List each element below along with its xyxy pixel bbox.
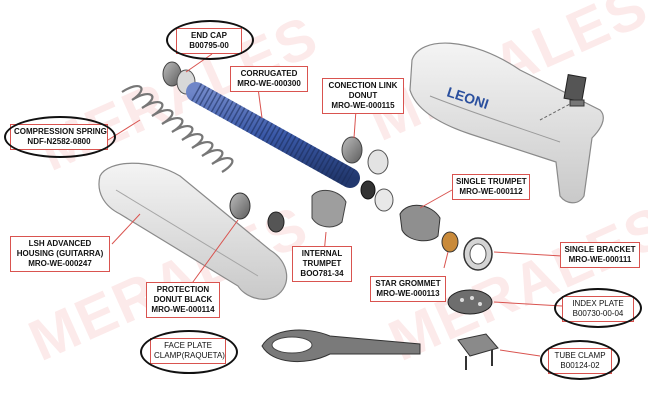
face-plate-line2: CLAMP(RAQUETA) (154, 351, 225, 360)
single-trumpet-code: MRO-WE-000112 (459, 187, 523, 196)
single-trumpet-name: SINGLE TRUMPET (456, 177, 527, 186)
face-plate-clamp-part (261, 329, 421, 363)
label-corrugated: CORRUGATED MRO-WE-000300 (230, 66, 308, 92)
lsh-housing-line2: HOUSING (GUITARRA) (16, 249, 104, 258)
single-bracket-code: MRO-WE-000111 (568, 255, 632, 264)
connection-link-code: MRO-WE-000115 (331, 101, 395, 110)
label-index-plate: INDEX PLATE B00730-00-04 (562, 296, 634, 322)
corrugated-tube-part (186, 82, 360, 188)
label-internal-trumpet: INTERNAL TRUMPET BOO781-34 (292, 246, 352, 282)
lsh-housing-code: MRO-WE-000247 (28, 259, 92, 268)
face-plate-line1: FACE PLATE (164, 341, 212, 350)
star-grommet-name: STAR GROMMET (375, 279, 441, 288)
protection-donut-line1: PROTECTION (156, 285, 210, 294)
corrugated-name: CORRUGATED (240, 69, 298, 78)
small-bracket-part (539, 74, 587, 121)
index-plate-part (447, 289, 493, 315)
connection-link-donut-part (341, 136, 394, 212)
lsh-housing-line1: LSH ADVANCED (28, 239, 92, 248)
label-compression-spring: COMPRESSION SPRING NDF-N2582-0800 (10, 124, 108, 150)
index-plate-name: INDEX PLATE (572, 299, 624, 308)
label-tube-clamp: TUBE CLAMP B00124-02 (548, 348, 612, 374)
connection-link-line1: CONECTION LINK (328, 81, 398, 90)
label-star-grommet: STAR GROMMET MRO-WE-000113 (370, 276, 446, 302)
protection-donut-code: MRO-WE-000114 (151, 305, 215, 314)
single-bracket-part (463, 237, 493, 271)
label-connection-link: CONECTION LINK DONUT MRO-WE-000115 (322, 78, 404, 114)
corrugated-code: MRO-WE-000300 (237, 79, 301, 88)
lsh-housing-part (98, 162, 288, 300)
single-trumpet-part (399, 204, 441, 242)
label-face-plate: FACE PLATE CLAMP(RAQUETA) (150, 338, 226, 364)
internal-trumpet-code: BOO781-34 (300, 269, 344, 278)
label-protection-donut: PROTECTION DONUT BLACK MRO-WE-000114 (146, 282, 220, 318)
star-grommet-code: MRO-WE-000113 (376, 289, 440, 298)
internal-trumpet-line1: INTERNAL (301, 249, 343, 258)
leoni-housing-part: LEONI (409, 42, 604, 204)
tube-clamp-part (457, 333, 499, 370)
protection-donut-line2: DONUT BLACK (153, 295, 213, 304)
internal-trumpet-part (311, 189, 347, 228)
star-grommet-part (441, 231, 459, 253)
internal-trumpet-line2: TRUMPET (302, 259, 342, 268)
label-single-bracket: SINGLE BRACKET MRO-WE-000111 (560, 242, 640, 268)
leader-lines (107, 53, 563, 357)
end-cap-code: B00795-00 (189, 41, 229, 50)
tube-clamp-code: B00124-02 (560, 361, 600, 370)
single-bracket-name: SINGLE BRACKET (564, 245, 636, 254)
label-lsh-housing: LSH ADVANCED HOUSING (GUITARRA) MRO-WE-0… (10, 236, 110, 272)
protection-donut-part (229, 192, 285, 233)
tube-clamp-name: TUBE CLAMP (554, 351, 606, 360)
compression-spring-part (121, 84, 234, 173)
label-end-cap: END CAP B00795-00 (176, 28, 242, 54)
end-cap-name: END CAP (190, 31, 227, 40)
label-single-trumpet: SINGLE TRUMPET MRO-WE-000112 (452, 174, 530, 200)
connection-link-line2: DONUT (348, 91, 378, 100)
index-plate-code: B00730-00-04 (572, 309, 624, 318)
compression-spring-code: NDF-N2582-0800 (27, 137, 91, 146)
compression-spring-name: COMPRESSION SPRING (14, 127, 107, 136)
